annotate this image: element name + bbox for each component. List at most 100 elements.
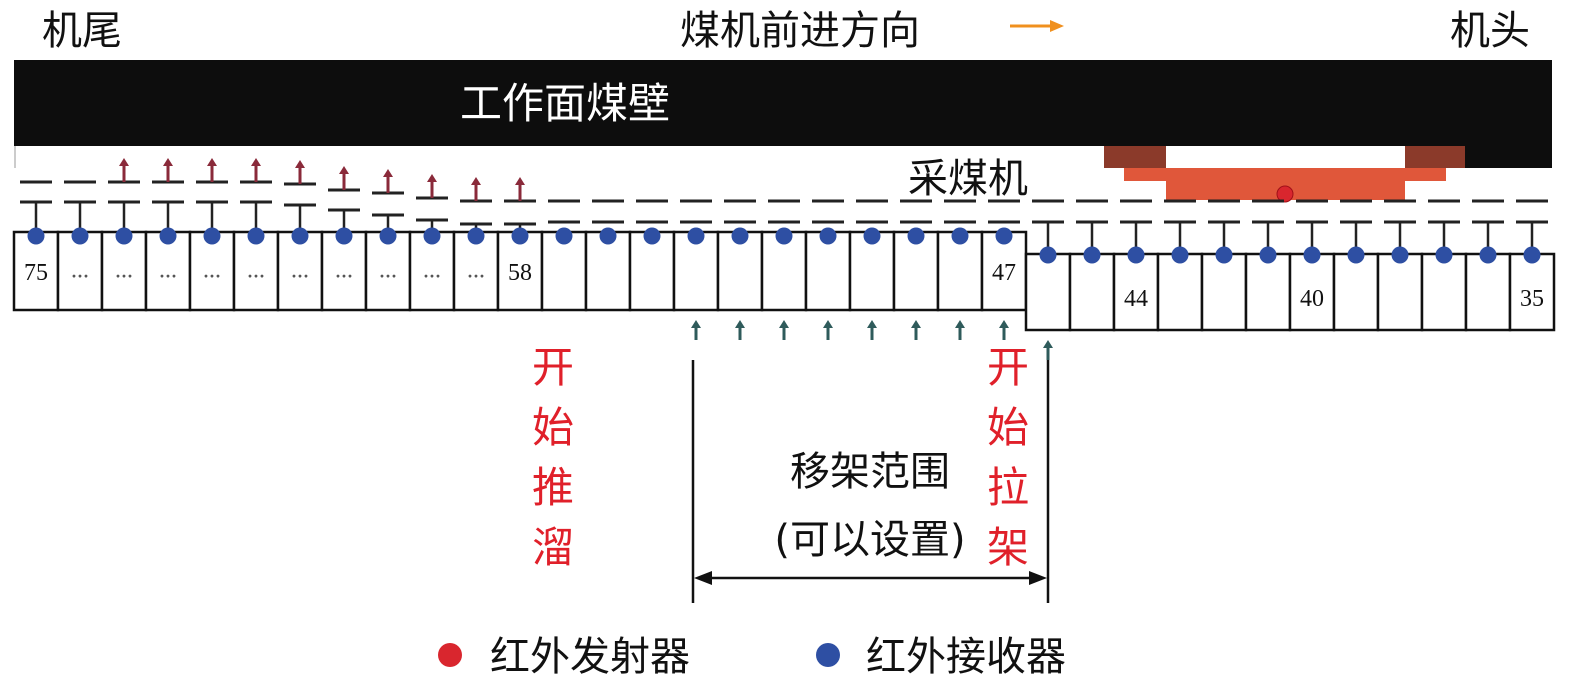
infrared-receiver-dot — [731, 227, 749, 245]
legend-emitter-swatch — [438, 643, 462, 667]
infrared-receiver-dot — [335, 227, 353, 245]
support-cell — [408, 230, 456, 312]
support-right: 35 — [1508, 199, 1556, 332]
label-char: 始 — [532, 403, 574, 452]
shearer — [1104, 146, 1465, 203]
support-left — [848, 199, 896, 312]
infrared-receiver-dot — [863, 227, 881, 245]
support-left: ··· — [452, 199, 500, 312]
push-arrow-icon — [383, 169, 393, 193]
push-arrow-icon — [119, 158, 129, 182]
support-right — [1332, 199, 1380, 332]
infrared-receiver-dot — [775, 227, 793, 245]
support-right — [1200, 199, 1248, 332]
support-left: 47 — [980, 199, 1028, 312]
shearer-body-upper — [1124, 168, 1446, 181]
label-char: 推 — [532, 463, 574, 512]
support-left: ··· — [232, 180, 280, 312]
support-number: ··· — [247, 266, 265, 286]
pull-arrow-icon — [735, 320, 745, 340]
direction-arrow-icon — [1010, 20, 1064, 32]
infrared-receiver-dot — [115, 227, 133, 245]
infrared-receiver-dot — [995, 227, 1013, 245]
support-number: 75 — [24, 260, 48, 286]
support-right — [1376, 199, 1424, 332]
support-cell — [628, 230, 676, 312]
support-left: 75 — [12, 180, 60, 312]
support-left — [672, 199, 720, 312]
support-right — [1420, 199, 1468, 332]
infrared-receiver-dot — [379, 227, 397, 245]
support-number: 47 — [992, 260, 1016, 286]
support-left: 58 — [496, 199, 544, 312]
support-right — [1068, 199, 1116, 332]
pull-arrow-icon — [1043, 340, 1053, 360]
move-range-bracket — [691, 360, 1050, 603]
push-arrow-icon — [339, 166, 349, 190]
infrared-receiver-dot — [291, 227, 309, 245]
infrared-receiver-dot — [27, 227, 45, 245]
shearer-drum-right — [1405, 146, 1465, 168]
support-left: ··· — [364, 191, 412, 312]
infrared-receiver-dot — [1039, 246, 1057, 264]
support-number: ··· — [159, 266, 177, 286]
support-right — [1244, 199, 1292, 332]
support-number: 35 — [1520, 286, 1544, 312]
support-left — [584, 199, 632, 312]
pull-arrow-icon — [955, 320, 965, 340]
support-left — [628, 199, 676, 312]
support-left: ··· — [276, 182, 324, 312]
legend-receiver-label: 红外接收器 — [866, 634, 1066, 680]
push-arrow-icon — [515, 177, 525, 201]
support-left — [892, 199, 940, 312]
shearer-label: 采煤机 — [908, 156, 1028, 202]
support-cell — [100, 230, 148, 312]
support-cell — [1464, 252, 1512, 332]
label-char: 溜 — [532, 523, 574, 572]
shearer-drum-left — [1104, 146, 1166, 168]
support-cell — [1244, 252, 1292, 332]
support-right: 40 — [1288, 199, 1336, 332]
infrared-receiver-dot — [1479, 246, 1497, 264]
infrared-emitter-dot — [1276, 185, 1294, 203]
push-arrow-icon — [471, 177, 481, 201]
pull-arrow-icon — [823, 320, 833, 340]
infrared-receiver-dot — [1259, 246, 1277, 264]
head-label: 机头 — [1450, 8, 1530, 54]
support-left: ··· — [408, 196, 456, 312]
infrared-receiver-dot — [951, 227, 969, 245]
infrared-receiver-dot — [1347, 246, 1365, 264]
label-char: 开 — [987, 343, 1029, 392]
legend: 红外发射器 红外接收器 — [438, 634, 1066, 680]
infrared-receiver-dot — [1391, 246, 1409, 264]
label-char: 始 — [987, 403, 1029, 452]
support-cell — [892, 230, 940, 312]
infrared-receiver-dot — [1171, 246, 1189, 264]
infrared-receiver-dot — [599, 227, 617, 245]
pull-arrow-icon — [691, 320, 701, 340]
label-char: 开 — [532, 343, 574, 392]
infrared-receiver-dot — [1083, 246, 1101, 264]
support-right — [1156, 199, 1204, 332]
pull-arrow-icon — [867, 320, 877, 340]
move-range-note: (可以设置) — [774, 517, 965, 563]
support-number: ··· — [71, 266, 89, 286]
push-arrow-icon — [207, 158, 217, 182]
coal-wall-right-edge — [1465, 140, 1552, 168]
move-range-label: 移架范围 — [790, 449, 950, 495]
support-cell — [1332, 252, 1380, 332]
support-number: 44 — [1124, 286, 1148, 312]
support-number: ··· — [423, 266, 441, 286]
infrared-receiver-dot — [247, 227, 265, 245]
infrared-receiver-dot — [511, 227, 529, 245]
push-arrow-icon — [163, 158, 173, 182]
infrared-receiver-dot — [1215, 246, 1233, 264]
support-cell — [1068, 252, 1116, 332]
support-number: ··· — [203, 266, 221, 286]
infrared-receiver-dot — [159, 227, 177, 245]
support-right — [1024, 199, 1072, 332]
support-cell — [672, 230, 720, 312]
push-arrow-icon — [251, 158, 261, 182]
